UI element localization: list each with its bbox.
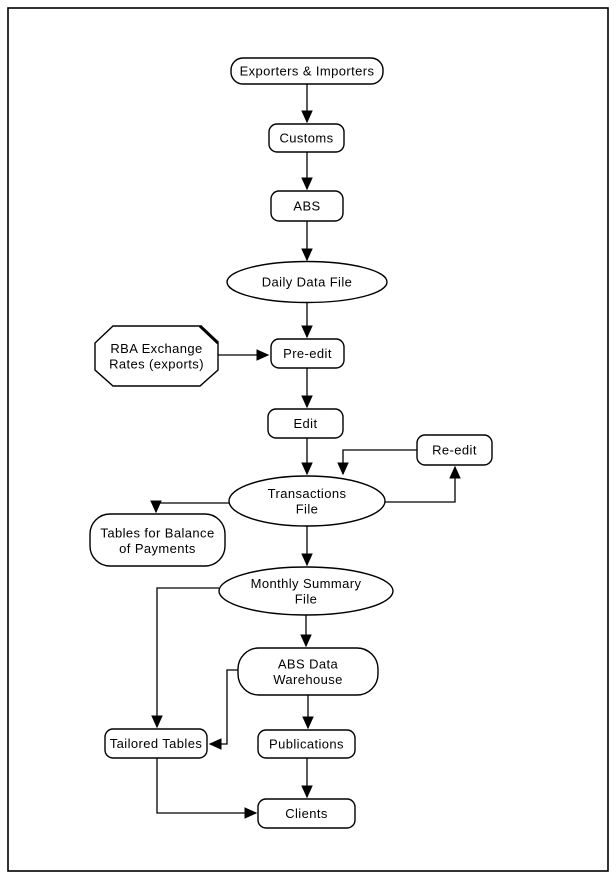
publications-shape bbox=[257, 729, 356, 759]
node-monthly-summary-file: Monthly Summary File bbox=[218, 566, 394, 616]
tailored-tables-shape bbox=[104, 728, 208, 759]
monthly-summary-file-label-line1: Monthly Summary bbox=[251, 576, 362, 591]
rba-exchange-rates-label-line2: Rates (exports) bbox=[109, 357, 204, 372]
abs-shape bbox=[270, 190, 344, 222]
abs-data-warehouse-label-line1: ABS Data bbox=[278, 657, 339, 672]
edges bbox=[150, 84, 461, 819]
edge-tailored-tables-to-clients bbox=[156, 758, 258, 819]
abs-data-warehouse-label-line2: Warehouse bbox=[273, 672, 343, 687]
daily-data-file-label: Daily Data File bbox=[262, 275, 353, 290]
abs-data-warehouse-shape bbox=[237, 647, 379, 696]
re-edit-shape bbox=[416, 434, 493, 466]
abs-label: ABS bbox=[293, 199, 320, 214]
pre-edit-shape bbox=[270, 338, 345, 369]
node-tables-for-bop: Tables for Balance of Payments bbox=[89, 513, 226, 567]
edge-abs-dw-to-tailored-tables bbox=[208, 669, 238, 750]
tables-for-bop-label-line1: Tables for Balance bbox=[100, 526, 214, 541]
tables-for-bop-label-line2: of Payments bbox=[119, 541, 196, 556]
node-edit: Edit bbox=[267, 408, 344, 439]
edge-monthly-summary-to-tailored-tables bbox=[151, 587, 219, 729]
edit-label: Edit bbox=[293, 416, 317, 431]
rba-octagon-thick-edge bbox=[198, 324, 220, 345]
tables-for-bop-shape bbox=[89, 513, 226, 567]
edit-shape bbox=[267, 408, 344, 439]
monthly-summary-file-shape bbox=[218, 566, 394, 616]
pre-edit-label: Pre-edit bbox=[283, 346, 332, 361]
tailored-tables-label: Tailored Tables bbox=[110, 736, 203, 751]
node-exporters-importers: Exporters & Importers bbox=[230, 57, 384, 85]
edge-transactions-file-to-tables-for-bop bbox=[150, 500, 229, 514]
rba-exchange-rates-label-line1: RBA Exchange bbox=[110, 341, 202, 356]
re-edit-label: Re-edit bbox=[432, 443, 477, 458]
node-customs: Customs bbox=[268, 123, 345, 153]
edge-transactions-file-to-re-edit bbox=[385, 465, 461, 503]
node-rba-exchange-rates: RBA Exchange Rates (exports) bbox=[94, 324, 220, 387]
node-tailored-tables: Tailored Tables bbox=[104, 728, 208, 759]
transactions-file-label-line2: File bbox=[296, 502, 319, 517]
clients-label: Clients bbox=[285, 806, 328, 821]
exporters-importers-shape bbox=[230, 57, 384, 85]
customs-label: Customs bbox=[279, 131, 333, 146]
node-pre-edit: Pre-edit bbox=[270, 338, 345, 369]
node-transactions-file: Transactions File bbox=[228, 475, 386, 527]
exporters-importers-label: Exporters & Importers bbox=[240, 64, 375, 79]
daily-data-file-shape bbox=[226, 260, 388, 304]
page-border bbox=[7, 7, 609, 872]
monthly-summary-file-label-line2: File bbox=[295, 592, 318, 607]
customs-shape bbox=[268, 123, 345, 153]
clients-shape bbox=[257, 798, 356, 829]
node-publications: Publications bbox=[257, 729, 356, 759]
transactions-file-shape bbox=[228, 475, 386, 527]
node-daily-data-file: Daily Data File bbox=[226, 260, 388, 304]
node-abs-data-warehouse: ABS Data Warehouse bbox=[237, 647, 379, 696]
edge-re-edit-to-transactions-file bbox=[337, 449, 417, 476]
node-re-edit: Re-edit bbox=[416, 434, 493, 466]
node-clients: Clients bbox=[257, 798, 356, 829]
node-abs: ABS bbox=[270, 190, 344, 222]
transactions-file-label-line1: Transactions bbox=[268, 486, 347, 501]
publications-label: Publications bbox=[269, 737, 344, 752]
